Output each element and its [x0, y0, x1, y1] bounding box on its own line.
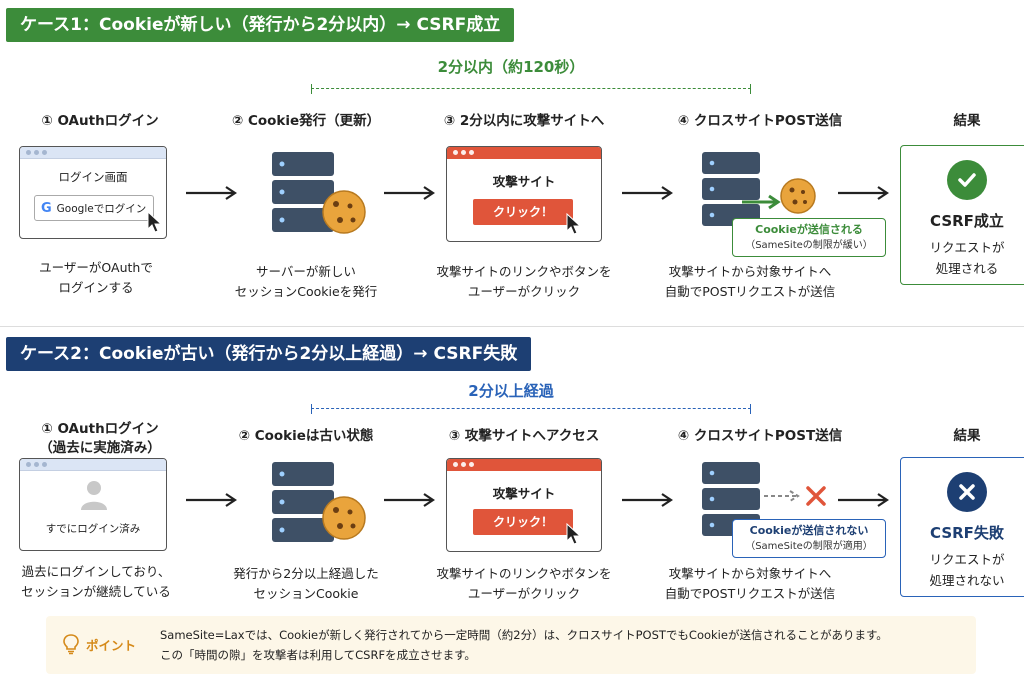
case2-result-line1: リクエストが — [929, 552, 1005, 567]
step-title-line: （過去に実施済み） — [39, 440, 161, 456]
case1-time-span-bracket — [311, 84, 751, 98]
case1-server-icon — [272, 152, 366, 234]
case2-step2-title: ② Cookieは古い状態 — [238, 428, 374, 444]
caption-line: 発行から2分以上経過した — [233, 566, 379, 581]
caption-line: ユーザーがクリック — [467, 586, 581, 601]
case1-result-card: CSRF成立 リクエストが 処理される — [900, 145, 1024, 285]
tip-label-text: ポイント — [86, 637, 137, 653]
caption-line: 攻撃サイトから対象サイトへ — [668, 566, 832, 581]
caption-line: 自動でPOSTリクエストが送信 — [664, 586, 836, 601]
caption-line: 攻撃サイトから対象サイトへ — [668, 264, 832, 279]
arrow-right-icon — [838, 493, 889, 507]
caption-line: 過去にログインしており、 — [21, 564, 171, 579]
case1-result-title: CSRF成立 — [930, 212, 1004, 230]
case1-result-heading: 結果 — [953, 113, 981, 129]
caption-line: セッションが継続している — [21, 584, 171, 599]
caption-line: 自動でPOSTリクエストが送信 — [664, 284, 836, 299]
arrow-right-icon — [384, 186, 435, 200]
case1-step1-caption: ユーザーがOAuthで ログインする — [0, 258, 206, 298]
case1-step2-caption: サーバーが新しい セッションCookieを発行 — [196, 262, 416, 302]
caption-line: ログインする — [58, 280, 134, 295]
tip-line1: SameSite=Laxでは、Cookieが新しく発行されてから一定時間（約2分… — [160, 628, 888, 642]
cookie-icon — [322, 496, 366, 540]
case2-result-heading: 結果 — [953, 428, 981, 444]
caption-line: 攻撃サイトのリンクやボタンを — [436, 566, 612, 581]
login-screen-title: ログイン画面 — [58, 170, 128, 184]
case1-step1-title: ① OAuthログイン — [41, 113, 159, 129]
case2-attack-site-window: 攻撃サイト クリック！ — [446, 458, 602, 552]
case2-result-title: CSRF失敗 — [930, 524, 1004, 542]
mouse-cursor-icon — [147, 211, 163, 233]
case1-step4-title: ④ クロスサイトPOST送信 — [677, 113, 843, 129]
case1-step2-title: ② Cookie発行（更新） — [231, 113, 381, 129]
case2-step1-title: ① OAuthログイン （過去に実施済み） — [0, 420, 200, 458]
case2-time-span-bracket — [311, 404, 751, 418]
step-title-line: ① OAuthログイン — [41, 421, 159, 437]
case1-step3-caption: 攻撃サイトのリンクやボタンを ユーザーがクリック — [414, 262, 634, 302]
case2-time-span-label: 2分以上経過 — [468, 382, 554, 400]
tip-box: ポイント SameSite=Laxでは、Cookieが新しく発行されてから一定時… — [46, 616, 976, 674]
caption-line: セッションCookie — [253, 586, 359, 601]
arrow-right-icon — [838, 186, 889, 200]
case2-step4-caption: 攻撃サイトから対象サイトへ 自動でPOSTリクエストが送信 — [640, 564, 860, 604]
attack-site-title: 攻撃サイト — [492, 486, 556, 501]
caption-line: サーバーが新しい — [256, 264, 356, 279]
cookie-icon — [780, 178, 816, 214]
google-login-button[interactable]: G Googleでログイン — [34, 195, 154, 221]
case2-step3-title: ③ 攻撃サイトへアクセス — [448, 428, 600, 444]
caption-line: 攻撃サイトのリンクやボタンを — [436, 264, 612, 279]
case1-login-window: ログイン画面 G Googleでログイン — [19, 146, 167, 239]
case1-step4-caption: 攻撃サイトから対象サイトへ 自動でPOSTリクエストが送信 — [640, 262, 860, 302]
arrow-right-icon — [622, 493, 673, 507]
caption-line: ユーザーがOAuthで — [39, 260, 153, 275]
tip-label: ポイント — [62, 633, 136, 655]
case1-banner: ケース1：Cookieが新しい（発行から2分以内）→ CSRF成立 — [6, 8, 515, 42]
cross-icon — [947, 472, 987, 512]
arrow-right-icon — [186, 186, 237, 200]
case2-result-line2: 処理されない — [929, 573, 1005, 588]
logged-in-text: すでにログイン済み — [45, 523, 141, 535]
mouse-cursor-icon — [566, 523, 582, 545]
attack-click-button[interactable]: クリック！ — [473, 199, 573, 225]
case2-step1-caption: 過去にログインしており、 セッションが継続している — [0, 562, 206, 602]
bubble-title: Cookieが送信されない — [749, 524, 869, 537]
case1-cookie-sent-bubble: Cookieが送信される （SameSiteの制限が緩い） — [732, 218, 886, 257]
case1-step3-title: ③ 2分以内に攻撃サイトへ — [443, 113, 605, 129]
lightbulb-icon — [63, 634, 79, 655]
arrow-right-icon — [384, 493, 435, 507]
mouse-cursor-icon — [566, 213, 582, 235]
tip-text: SameSite=Laxでは、Cookieが新しく発行されてから一定時間（約2分… — [160, 625, 888, 665]
attack-site-title: 攻撃サイト — [492, 174, 556, 189]
cross-icon — [806, 486, 826, 506]
case2-cookie-blocked-bubble: Cookieが送信されない （SameSiteの制限が適用） — [732, 519, 886, 558]
caption-line: ユーザーがクリック — [467, 284, 581, 299]
caption-line: セッションCookieを発行 — [234, 284, 378, 299]
case1-attack-site-window: 攻撃サイト クリック！ — [446, 146, 602, 242]
bubble-note: （SameSiteの制限が適用） — [745, 541, 873, 552]
case1-result-line1: リクエストが — [929, 240, 1005, 255]
case2-step4-title: ④ クロスサイトPOST送信 — [677, 428, 843, 444]
attack-click-button[interactable]: クリック！ — [473, 509, 573, 535]
google-logo-icon: G — [41, 200, 52, 216]
cookie-icon — [322, 190, 366, 234]
case2-server-icon — [272, 462, 366, 542]
case1-time-span-label: 2分以内（約120秒） — [437, 58, 585, 76]
case2-result-card: CSRF失敗 リクエストが 処理されない — [900, 457, 1024, 597]
case2-step3-caption: 攻撃サイトのリンクやボタンを ユーザーがクリック — [414, 564, 634, 604]
bubble-title: Cookieが送信される — [755, 223, 863, 236]
user-icon — [81, 481, 107, 510]
case2-logged-in-window: すでにログイン済み — [19, 458, 167, 551]
case2-banner: ケース2：Cookieが古い（発行から2分以上経過）→ CSRF失敗 — [6, 337, 532, 371]
arrow-right-icon — [622, 186, 673, 200]
case1-result-line2: 処理される — [935, 261, 999, 276]
tip-line2: この「時間の隙」を攻撃者は利用してCSRFを成立させます。 — [160, 648, 476, 662]
google-login-label: Googleでログイン — [56, 202, 147, 215]
case2-step2-caption: 発行から2分以上経過した セッションCookie — [196, 564, 416, 604]
arrow-right-icon — [186, 493, 237, 507]
section-divider — [0, 326, 1024, 327]
bubble-note: （SameSiteの制限が緩い） — [745, 240, 873, 251]
check-icon — [947, 160, 987, 200]
